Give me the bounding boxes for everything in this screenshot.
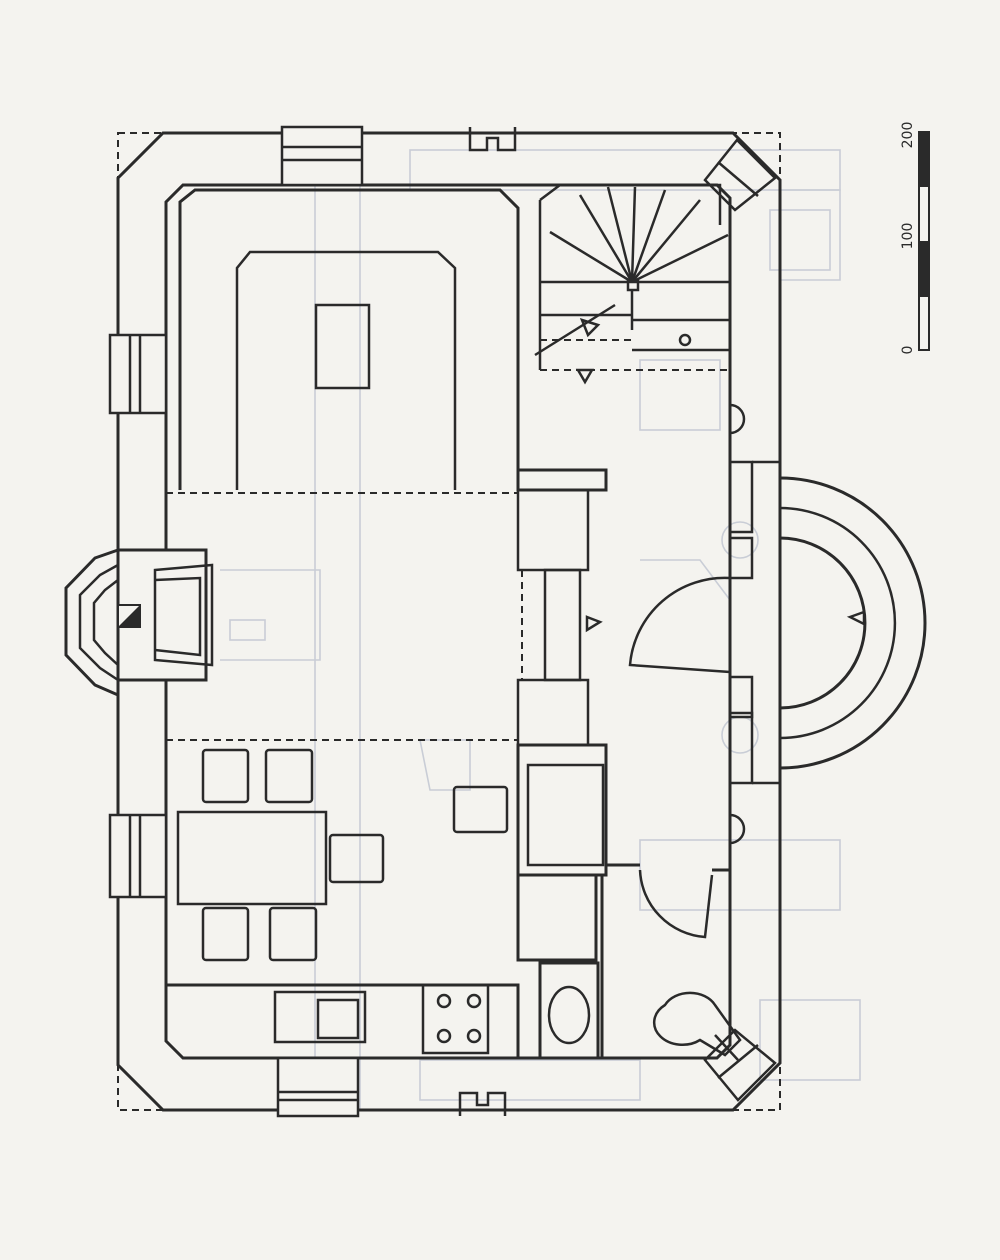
right-wall-details	[728, 403, 780, 845]
kitchen-counter	[166, 983, 520, 1058]
scale-label-200: 200	[900, 122, 916, 149]
window-left-upper	[108, 333, 168, 415]
staircase	[534, 183, 730, 385]
zone-dividers	[166, 492, 523, 741]
exterior-wall	[116, 131, 782, 1112]
central-partition	[516, 468, 640, 1060]
scale-label-0: 0	[900, 346, 916, 355]
entrance-door-swing	[585, 576, 732, 674]
window-bottom-left	[276, 1056, 360, 1118]
site-boundary	[117, 132, 781, 1111]
window-left-lower	[108, 813, 168, 899]
scale-bar: 200 100 0	[900, 122, 930, 355]
bathroom-door-swing	[638, 868, 730, 939]
window-top-notch	[468, 127, 517, 152]
scale-label-100: 100	[900, 223, 916, 250]
toilet	[652, 991, 742, 1061]
window-bottom-notch	[458, 1091, 507, 1116]
entrance-porch	[779, 476, 927, 770]
window-top-left	[280, 125, 364, 187]
window-corner-top-right	[703, 138, 777, 212]
faded-underlay	[169, 139, 861, 1111]
flue-symbol	[117, 604, 141, 628]
dining-set	[176, 748, 509, 962]
window-corner-bottom-right	[703, 1028, 777, 1102]
bedroom-walls	[178, 188, 520, 490]
